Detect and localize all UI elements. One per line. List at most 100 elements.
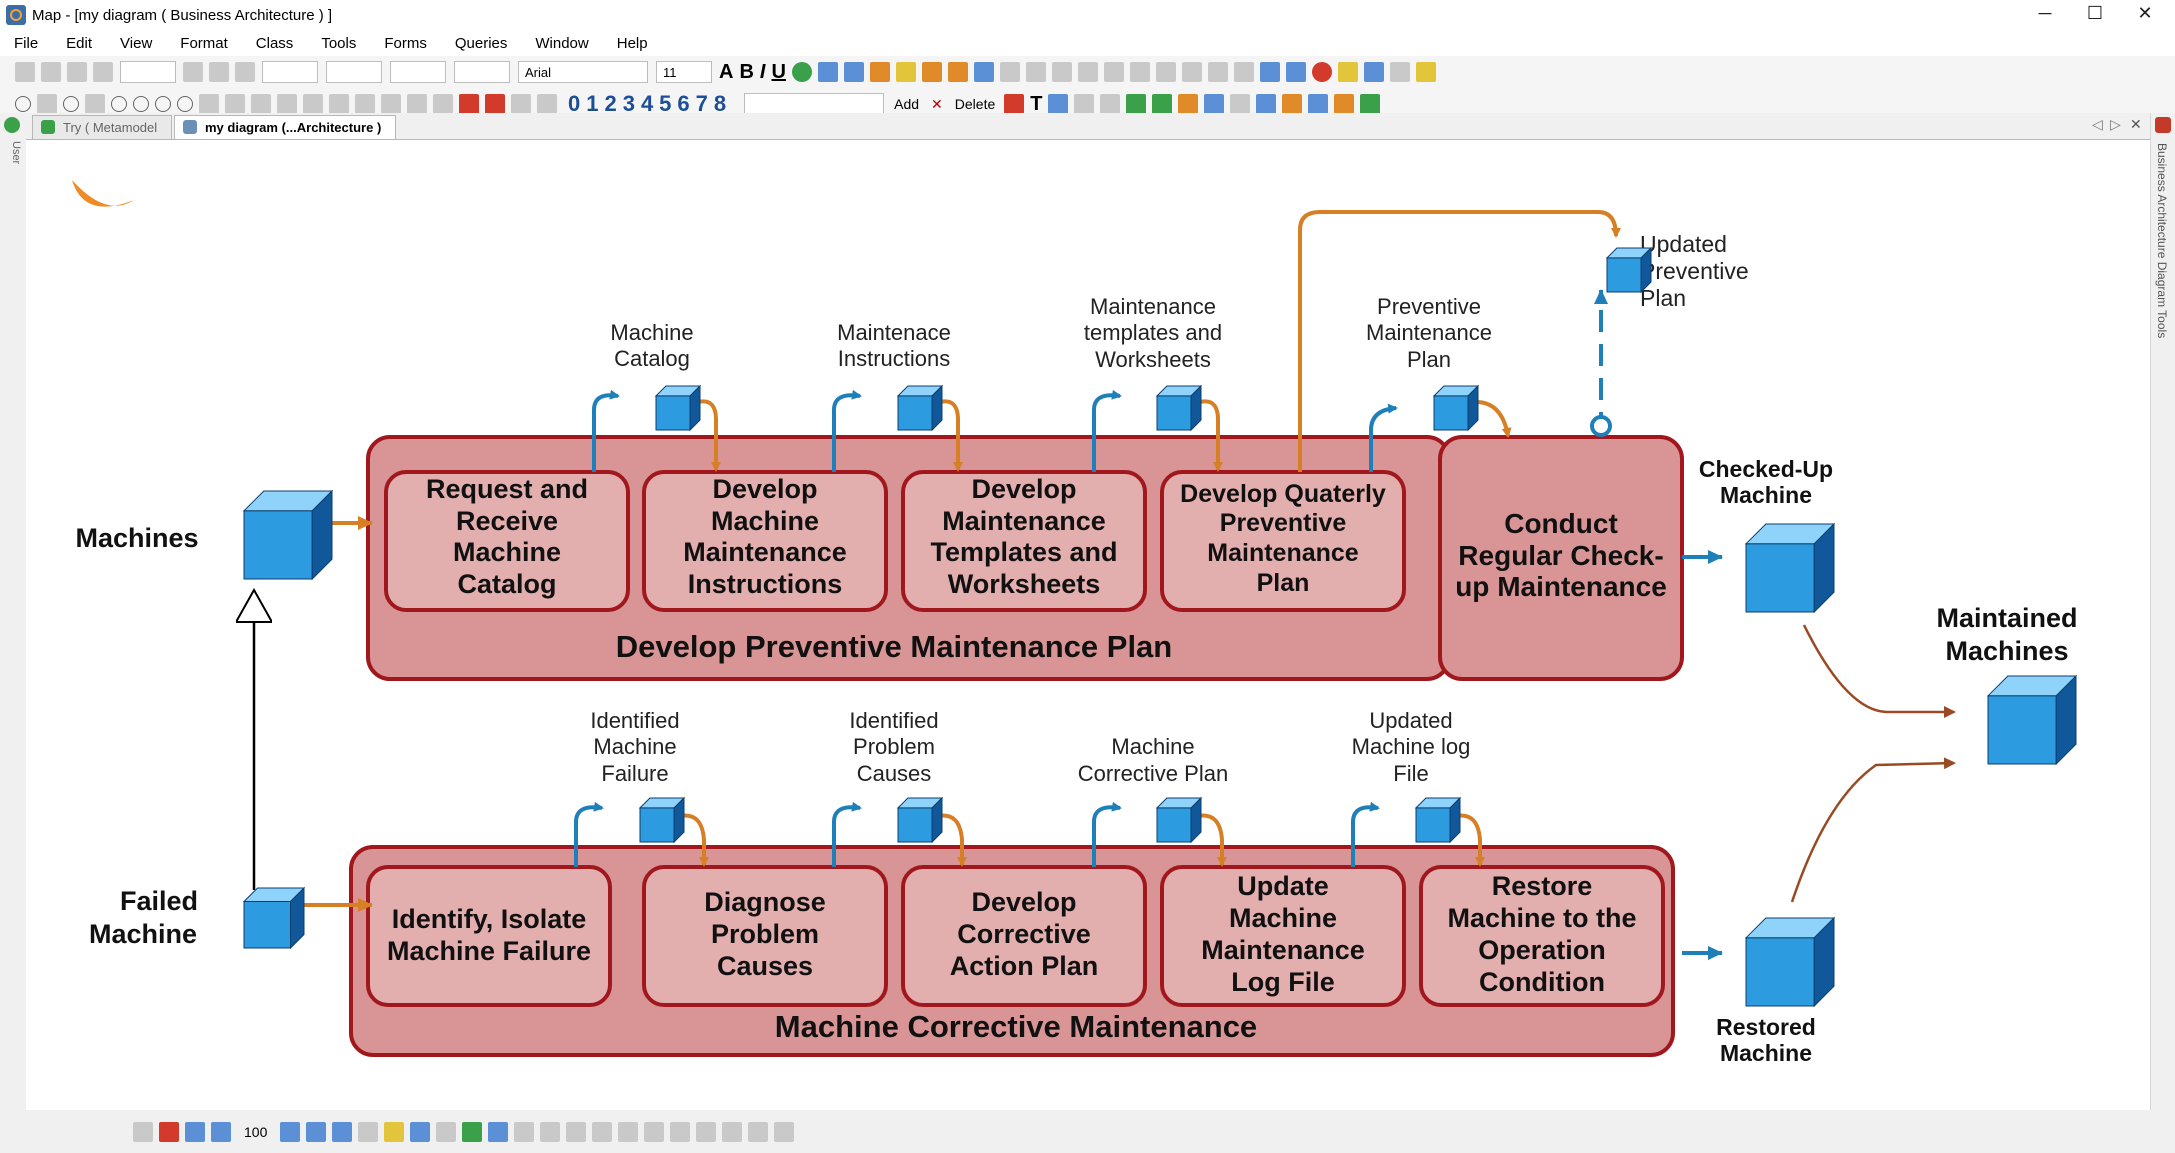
image-icon[interactable]	[537, 94, 557, 114]
zoom-search-icon[interactable]	[280, 1121, 301, 1142]
pen-icon[interactable]	[67, 62, 87, 82]
flow-arrow[interactable]	[1092, 801, 1122, 867]
line-tool-icon[interactable]	[1048, 94, 1069, 114]
pointer-icon[interactable]	[1004, 94, 1025, 114]
flow-arrow[interactable]	[1351, 801, 1380, 867]
rect-tool-icon[interactable]	[37, 94, 57, 114]
delete-button[interactable]: Delete	[954, 96, 996, 112]
merge-arrow-bottom[interactable]	[1790, 757, 1956, 903]
diamond2-tool-icon[interactable]	[225, 94, 245, 114]
folder-icon[interactable]	[895, 62, 916, 82]
brush-icon[interactable]	[1129, 62, 1150, 82]
numbering-buttons[interactable]: 012345678	[568, 91, 733, 116]
inbox-icon[interactable]	[511, 94, 531, 114]
find-icon[interactable]	[999, 62, 1020, 82]
process-restore-machine[interactable]	[1419, 865, 1665, 1007]
resize-icon[interactable]	[1233, 62, 1254, 82]
notes-icon[interactable]	[1282, 94, 1303, 114]
chart-icon[interactable]	[1389, 62, 1410, 82]
process-develop-templates[interactable]	[901, 470, 1147, 612]
process-develop-quarterly-plan[interactable]	[1160, 470, 1406, 612]
tab-my-diagram[interactable]: my diagram (...Architecture )	[174, 115, 396, 139]
tool-b-icon[interactable]	[159, 1121, 179, 1142]
flow-arrow[interactable]	[832, 801, 862, 867]
database-icon[interactable]	[817, 62, 838, 82]
flow-arrow[interactable]	[1197, 813, 1227, 867]
menu-edit[interactable]: Edit	[66, 34, 93, 52]
bind-icon[interactable]	[1178, 94, 1199, 114]
cut-icon[interactable]	[1051, 62, 1072, 82]
stamp-icon[interactable]	[433, 94, 453, 114]
layer-combo[interactable]	[390, 61, 446, 83]
info-icon[interactable]	[1360, 94, 1381, 114]
table-icon[interactable]	[843, 62, 864, 82]
zoom-out-icon[interactable]	[211, 1121, 231, 1142]
tools-panel-icon[interactable]	[2155, 117, 2171, 133]
zoom-level[interactable]: 100	[244, 1123, 268, 1140]
refresh-icon[interactable]	[1311, 62, 1332, 82]
process-corrective-plan[interactable]	[901, 865, 1147, 1007]
tab-close-icon[interactable]: ✕	[2130, 116, 2142, 132]
tools-icon[interactable]	[869, 62, 890, 82]
diamond3-tool-icon[interactable]	[251, 94, 271, 114]
zoom-100-icon[interactable]	[332, 1121, 353, 1142]
tab-scroll-right-icon[interactable]: ▷	[2110, 116, 2121, 132]
settings-icon[interactable]	[209, 62, 229, 82]
object-combo[interactable]	[744, 93, 885, 115]
align-top-icon[interactable]	[566, 1121, 587, 1142]
window-icon[interactable]	[1363, 62, 1384, 82]
menu-help[interactable]: Help	[616, 34, 648, 52]
process-request-catalog[interactable]	[384, 470, 630, 612]
flow2-tool-icon[interactable]	[381, 94, 401, 114]
distribute-h-icon[interactable]	[644, 1121, 665, 1142]
width-combo[interactable]	[454, 61, 510, 83]
link-tool-icon[interactable]	[177, 96, 193, 112]
arrow-left-icon[interactable]	[1126, 94, 1147, 114]
badge-icon[interactable]	[1334, 94, 1355, 114]
menu-file[interactable]: File	[14, 34, 39, 52]
flow-arrow[interactable]	[1092, 389, 1122, 472]
up-icon[interactable]	[1204, 94, 1225, 114]
box-tool-icon[interactable]	[85, 94, 105, 114]
menu-format[interactable]: Format	[180, 34, 228, 52]
close-button[interactable]: ✕	[2137, 3, 2153, 23]
tab-scroll-left-icon[interactable]: ◁	[2092, 116, 2103, 132]
zoom-page-icon[interactable]	[358, 1121, 379, 1142]
paste-icon[interactable]	[1103, 62, 1124, 82]
user-panel-icon[interactable]	[4, 117, 20, 133]
underline-button[interactable]: U	[771, 60, 786, 83]
flow-arrow[interactable]	[832, 389, 862, 472]
align-bottom-icon[interactable]	[618, 1121, 639, 1142]
arrow-right-icon[interactable]	[1152, 94, 1173, 114]
maximize-button[interactable]: ☐	[2086, 3, 2104, 23]
flow-arrow[interactable]	[574, 801, 604, 867]
font-size-combo[interactable]: 11	[656, 61, 712, 83]
minimize-button[interactable]: ─	[2038, 3, 2052, 23]
cross-connector-icon[interactable]	[1100, 94, 1121, 114]
doc-icon[interactable]	[1256, 94, 1277, 114]
user-panel-label[interactable]: User	[10, 141, 22, 165]
save-icon[interactable]	[973, 62, 994, 82]
process-update-log[interactable]	[1160, 865, 1406, 1007]
shape-combo[interactable]	[262, 61, 318, 83]
page-icon[interactable]	[1259, 62, 1280, 82]
tab-metamodel[interactable]: Try ( Metamodel )	[32, 115, 172, 159]
move-icon[interactable]	[1207, 62, 1228, 82]
flow-arrow[interactable]	[1475, 400, 1512, 438]
zoom-fit-icon[interactable]	[185, 1121, 205, 1142]
redo-icon[interactable]	[1181, 62, 1202, 82]
bold-button[interactable]: B	[739, 60, 754, 83]
group-icon[interactable]	[748, 1121, 769, 1142]
font-size-button[interactable]: A	[719, 60, 734, 83]
menu-tools[interactable]: Tools	[321, 34, 357, 52]
menu-class[interactable]: Class	[255, 34, 294, 52]
check-icon[interactable]	[485, 94, 505, 114]
merge-arrow-top[interactable]	[1802, 624, 1956, 718]
diagram-canvas[interactable]: Request and Receive Machine Catalog Deve…	[26, 140, 2150, 1110]
align-left-icon[interactable]	[514, 1121, 535, 1142]
undo-icon[interactable]	[1155, 62, 1176, 82]
menu-view[interactable]: View	[120, 34, 153, 52]
print-icon[interactable]	[183, 62, 203, 82]
distribute-v-icon[interactable]	[670, 1121, 691, 1142]
flow3-tool-icon[interactable]	[407, 94, 427, 114]
